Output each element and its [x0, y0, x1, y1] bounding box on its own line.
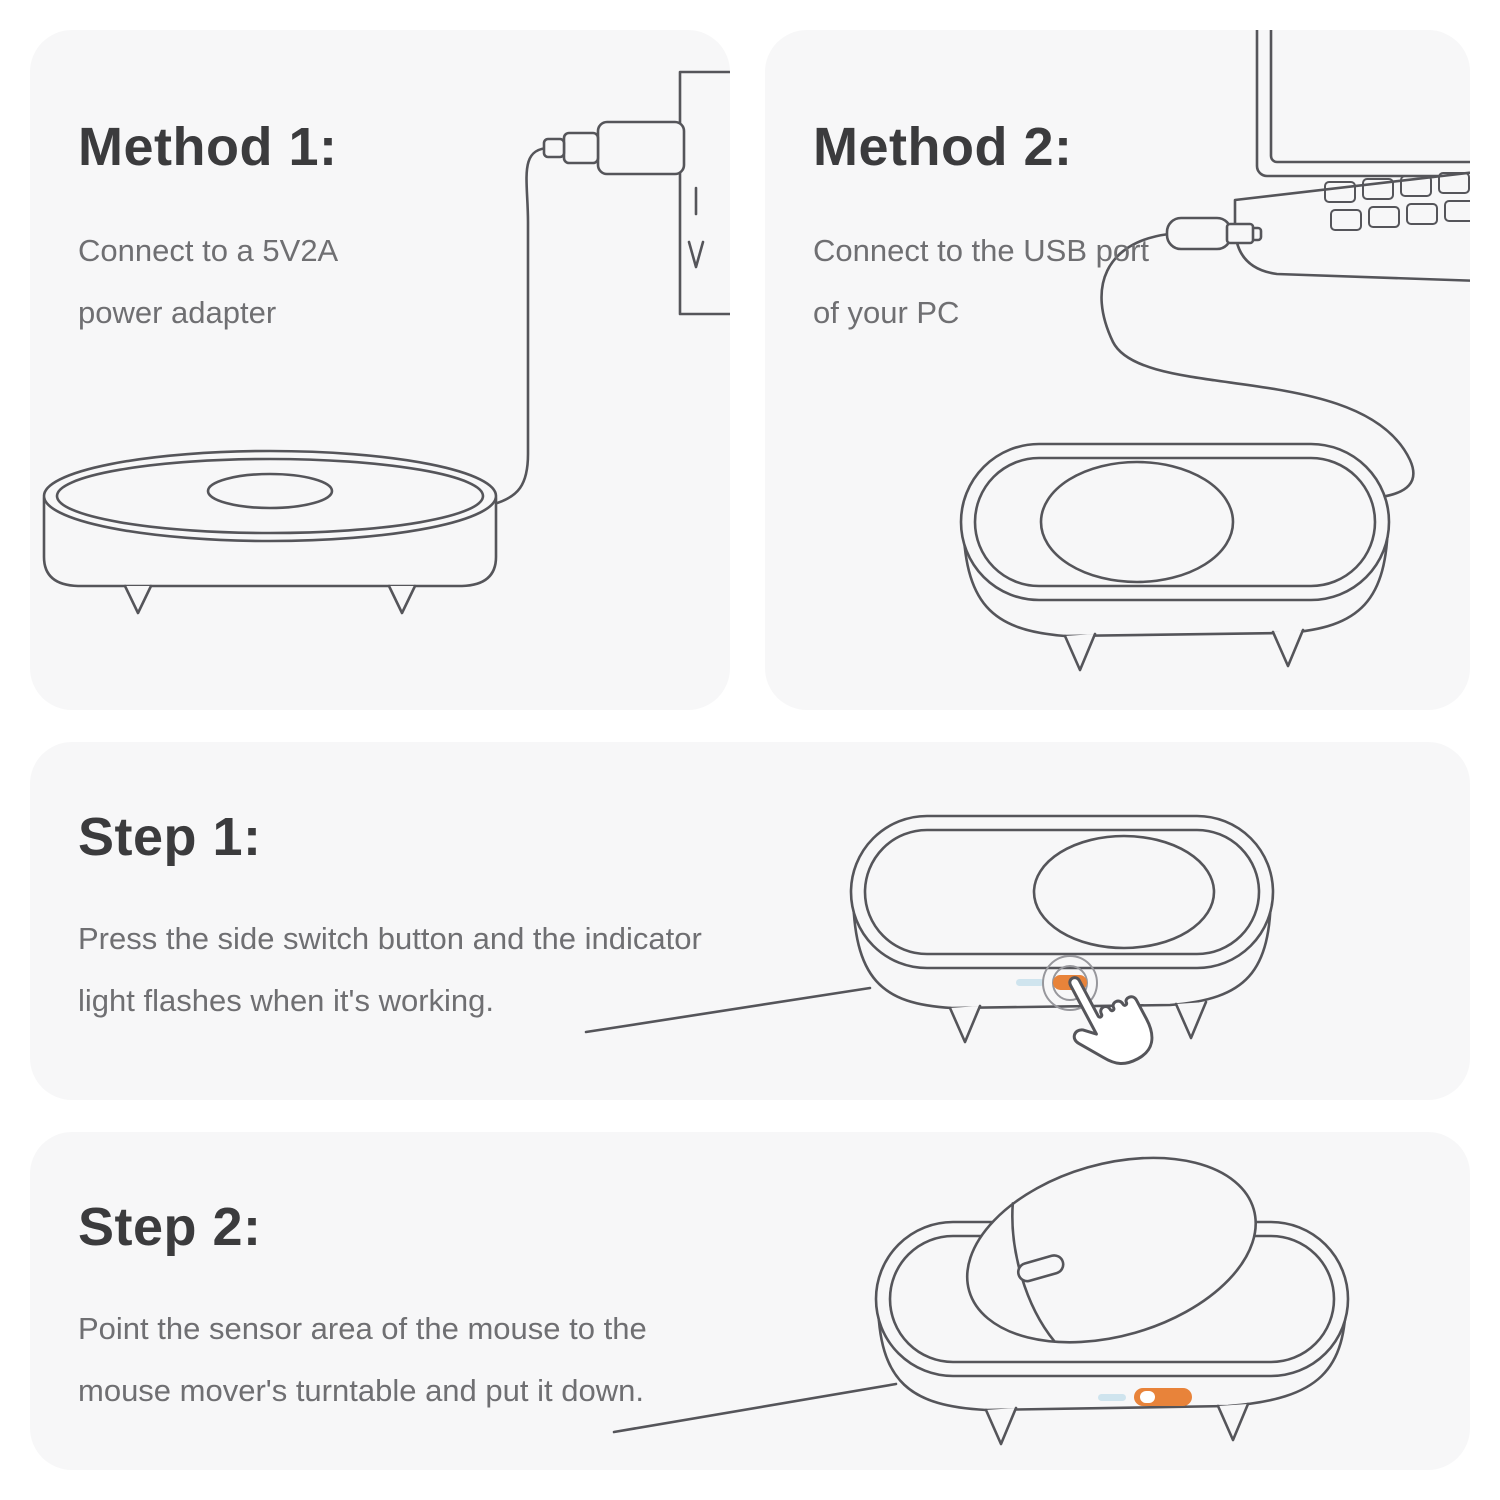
description-line: Connect to the USB port: [813, 233, 1150, 268]
panel-step-1: Step 1: Press the side switch button and…: [30, 742, 1470, 1100]
power-cable: [492, 146, 552, 506]
description-line: Press the side switch button and the ind…: [78, 921, 702, 956]
mouse-mover-device: [42, 449, 498, 615]
laptop-icon: [1233, 30, 1470, 282]
description-line: light flashes when it's working.: [78, 983, 495, 1018]
panel-description: Point the sensor area of the mouse to th…: [78, 1298, 647, 1422]
press-ring-inner: [1052, 965, 1088, 1001]
panel-step-2: Step 2: Point the sensor area of the mou…: [30, 1132, 1470, 1470]
mouse-on-turntable-illustration: [612, 1156, 1350, 1446]
switch-button: [1134, 1388, 1192, 1406]
mouse-mover-device: [849, 814, 1275, 1044]
usb-plug-icon: [1165, 216, 1255, 251]
description-line: mouse mover's turntable and put it down.: [78, 1373, 644, 1408]
panel-description: Connect to the USB port of your PC: [813, 220, 1149, 344]
panel-title: Method 2:: [813, 117, 1073, 177]
description-line: power adapter: [78, 295, 277, 330]
panel-method-2: Method 2: Connect to the USB port of you…: [765, 30, 1470, 710]
indicator-light: [1016, 979, 1044, 986]
hand-icon: [1068, 976, 1154, 1066]
power-adapter-icon: [542, 120, 686, 176]
description-line: of your PC: [813, 295, 960, 330]
indicator-light: [1098, 1394, 1126, 1401]
laptop-usb-illustration: [959, 30, 1470, 672]
panel-title: Step 1:: [78, 807, 262, 867]
panel-description: Press the side switch button and the ind…: [78, 908, 702, 1032]
power-cable: [612, 1382, 898, 1434]
power-cable: [584, 986, 872, 1034]
usb-cable: [1100, 232, 1415, 499]
panel-method-1: Method 1: Connect to a 5V2A power adapte…: [30, 30, 730, 710]
panel-title: Method 1:: [78, 117, 338, 177]
computer-mouse-icon: [965, 1156, 1257, 1344]
press-ring-outer: [1042, 955, 1098, 1011]
switch-press-illustration: [584, 814, 1275, 1066]
wall-outlet-icon: [678, 70, 730, 316]
description-line: Connect to a 5V2A: [78, 233, 339, 268]
description-line: Point the sensor area of the mouse to th…: [78, 1311, 647, 1346]
panel-description: Connect to a 5V2A power adapter: [78, 220, 338, 344]
panel-title: Step 2:: [78, 1197, 262, 1257]
mouse-mover-device: [959, 442, 1391, 672]
wall-adapter-illustration: [42, 70, 730, 615]
